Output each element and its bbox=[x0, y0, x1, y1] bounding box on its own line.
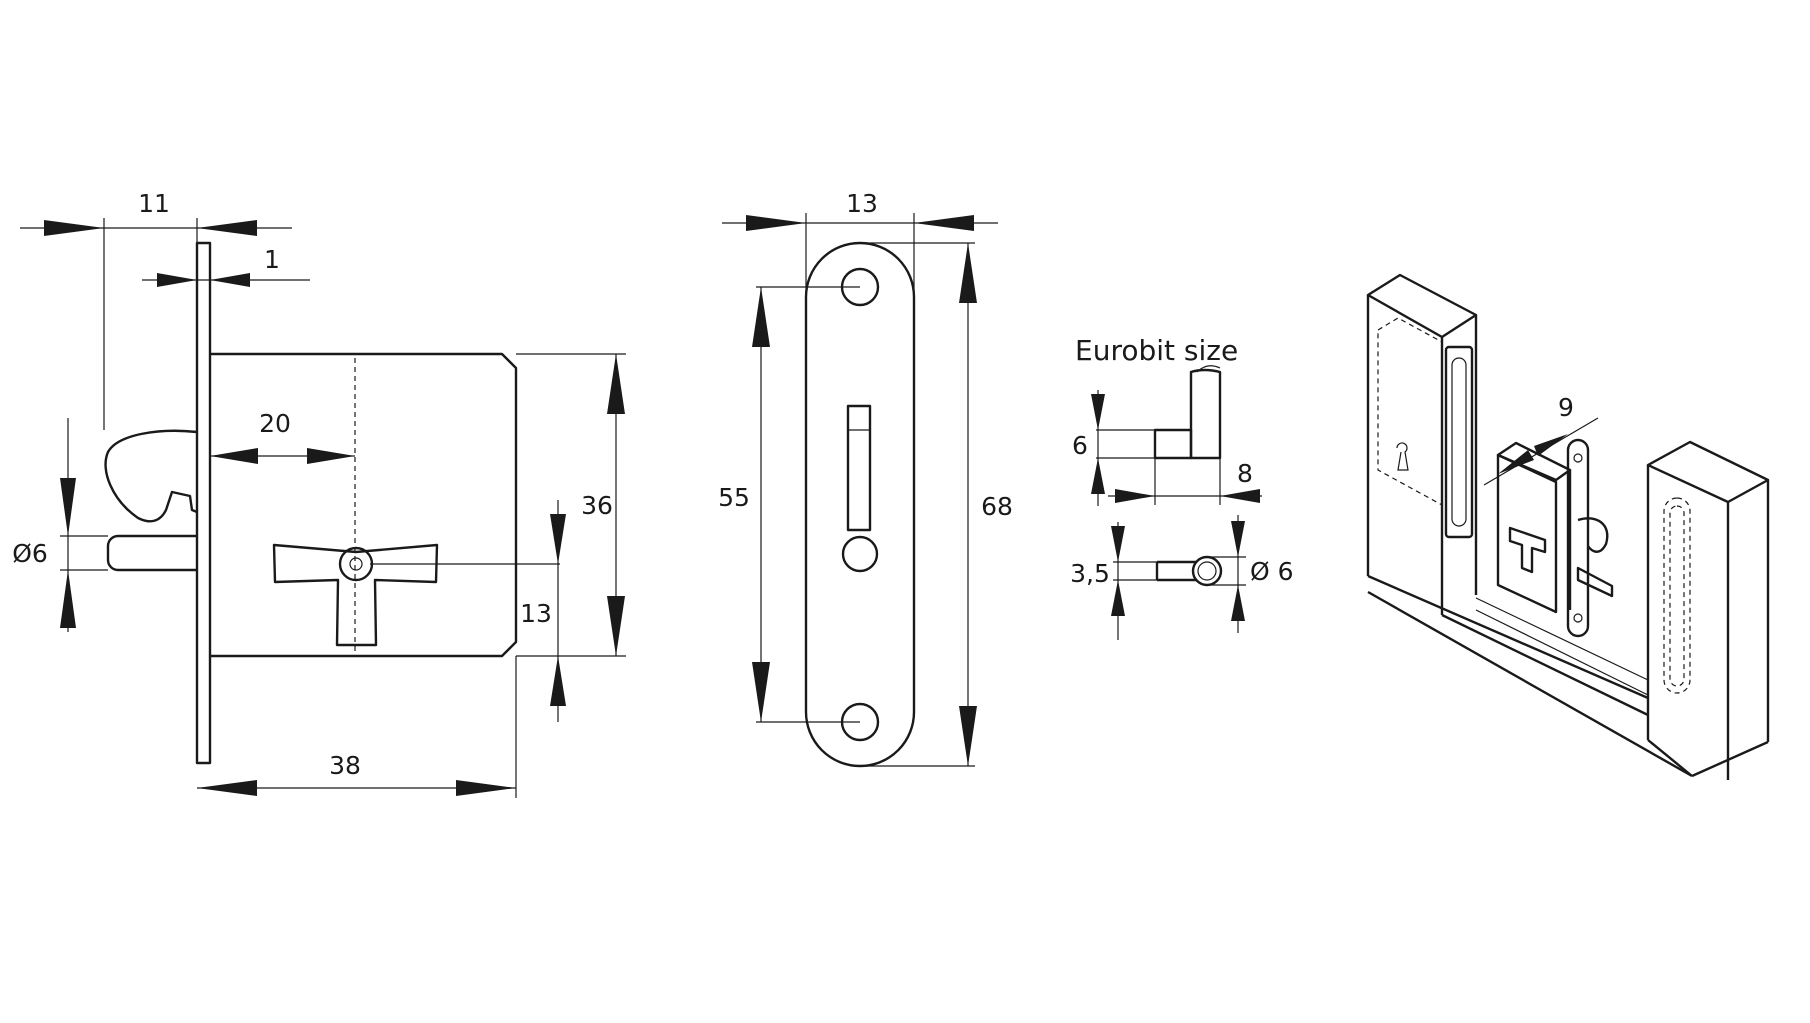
dim-eurobit-6: 6 bbox=[1072, 431, 1088, 460]
dim-55: 55 bbox=[718, 483, 750, 512]
faceplate-outline bbox=[804, 241, 916, 768]
dim-38: 38 bbox=[329, 751, 361, 780]
installation-isometric-view: 9 bbox=[1366, 273, 1770, 780]
dim-13-top: 13 bbox=[846, 189, 878, 218]
right-post-top bbox=[1646, 440, 1770, 504]
faceplate-front-view: 13 55 68 bbox=[718, 189, 1013, 768]
lock-case bbox=[210, 352, 518, 658]
hook-bolt bbox=[104, 429, 198, 523]
dim-eurobit-35: 3,5 bbox=[1070, 559, 1110, 588]
guide-pin bbox=[106, 534, 197, 572]
pin-hole bbox=[841, 535, 879, 573]
faceplate bbox=[195, 241, 212, 765]
pin-ring bbox=[1191, 555, 1223, 587]
dim-o6: Ø6 bbox=[12, 539, 48, 568]
dim-13-lower: 13 bbox=[520, 599, 552, 628]
left-post-top bbox=[1366, 273, 1478, 339]
dim-eurobit-8: 8 bbox=[1237, 459, 1253, 488]
eurobit-title: Eurobit size bbox=[1075, 334, 1238, 367]
dim-1: 1 bbox=[264, 245, 280, 274]
dim-11: 11 bbox=[138, 189, 170, 218]
dim-20: 20 bbox=[259, 409, 291, 438]
dim-68: 68 bbox=[981, 492, 1013, 521]
dim-eurobit-o6: Ø 6 bbox=[1250, 557, 1294, 586]
installed-lock-case bbox=[1496, 453, 1558, 614]
eurobit-shank bbox=[1189, 368, 1222, 460]
dim-9: 9 bbox=[1558, 393, 1574, 422]
eurobit-tip bbox=[1153, 428, 1193, 460]
eurobit-size-detail: Eurobit size 6 8 3,5 bbox=[1070, 334, 1294, 640]
bolt-slot bbox=[846, 404, 872, 532]
installed-lock-plate bbox=[1566, 438, 1590, 638]
dim-36: 36 bbox=[581, 491, 613, 520]
lock-side-view: 11 1 20 Ø6 36 13 38 bbox=[12, 189, 626, 798]
installed-faceplate bbox=[1444, 345, 1474, 539]
